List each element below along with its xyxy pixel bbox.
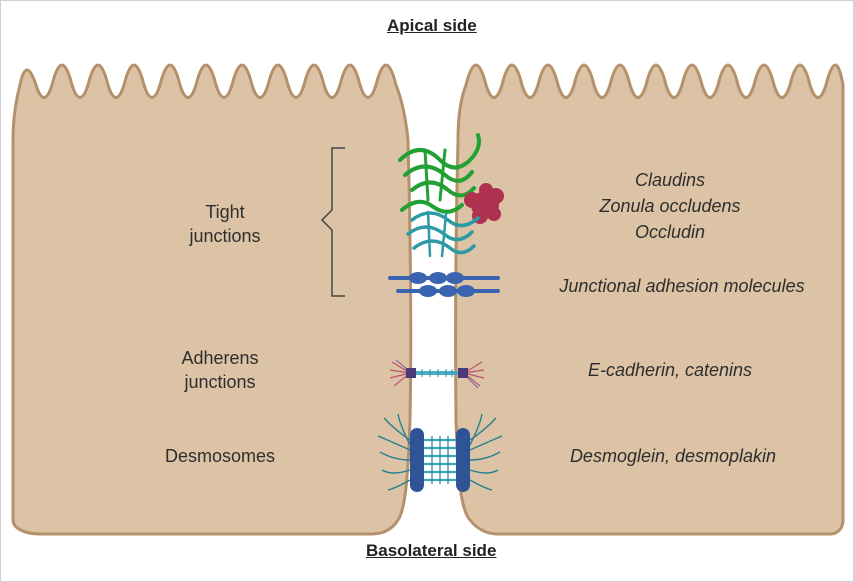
apical-side-label: Apical side [387,16,477,36]
adherens-label-line2: junctions [155,370,285,394]
tight-label-line1: Tight [160,200,290,224]
adherens-junctions-label: Adherens junctions [155,346,285,394]
desmosomes-label: Desmosomes [140,444,300,468]
tight-junctions-label: Tight junctions [160,200,290,248]
adherens-label-line1: Adherens [155,346,285,370]
tight-label-line2: junctions [160,224,290,248]
jam-label: Junctional adhesion molecules [528,274,836,298]
zonula-occludens-label: Zonula occludens [560,194,780,218]
adherens-proteins-label: E-cadherin, catenins [560,358,780,382]
basolateral-side-label: Basolateral side [366,541,496,561]
claudins-label: Claudins [560,168,780,192]
occludin-label: Occludin [560,220,780,244]
desmosome-proteins-label: Desmoglein, desmoplakin [548,444,798,468]
